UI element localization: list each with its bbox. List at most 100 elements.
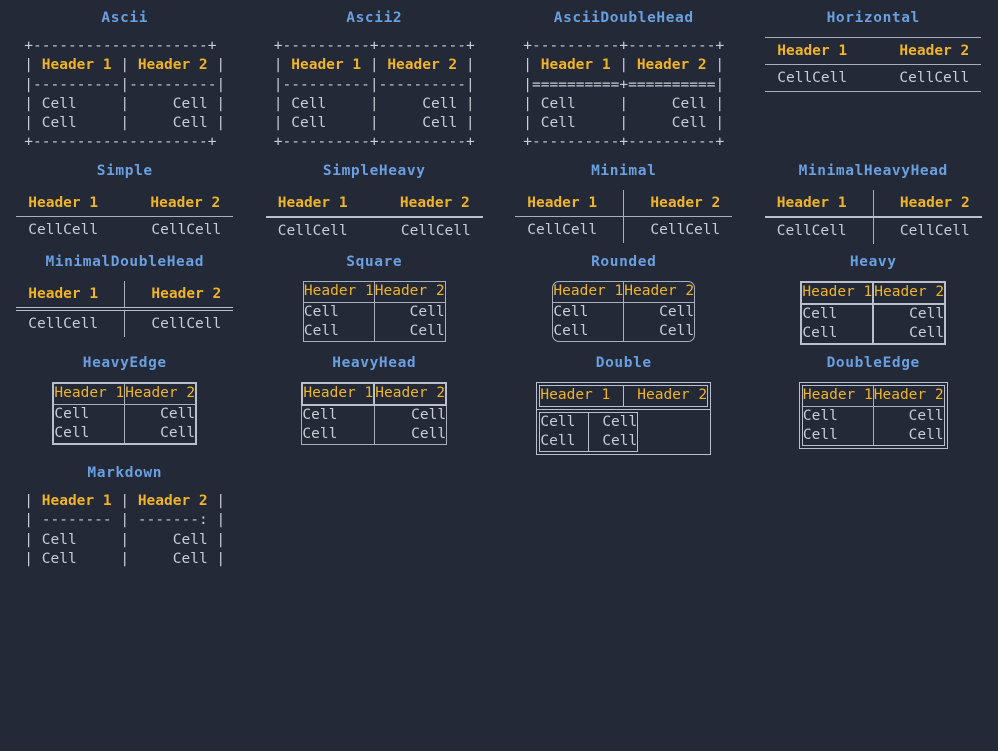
border-glyph (352, 96, 361, 112)
border-glyph (584, 115, 593, 131)
border-glyph: = (636, 76, 646, 93)
border-glyph: - (439, 134, 449, 151)
table-text-row: +----------+----------+ (274, 37, 475, 56)
border-glyph (628, 115, 637, 131)
border-glyph (85, 96, 94, 112)
border-glyph: - (172, 38, 182, 54)
border-glyph: - (532, 134, 541, 151)
border-glyph: - (628, 38, 637, 54)
border-glyph: - (85, 512, 95, 529)
border-glyph: - (59, 512, 68, 529)
border-glyph: | (465, 57, 475, 74)
table-title: Markdown (87, 465, 163, 482)
body-cell: Cell (41, 551, 77, 568)
border-glyph (637, 96, 646, 112)
border-glyph: - (102, 512, 112, 529)
body-cell-1: CellCell (776, 223, 847, 240)
border-glyph (457, 115, 466, 131)
border-glyph: - (111, 76, 121, 93)
border-glyph: - (129, 38, 138, 54)
border-glyph: - (645, 134, 655, 151)
body-cell-1: CellCell (777, 70, 848, 86)
border-glyph: + (715, 134, 725, 151)
border-glyph: - (396, 38, 405, 54)
border-glyph: - (593, 134, 602, 151)
border-glyph: = (549, 76, 559, 93)
border-glyph: - (601, 38, 611, 54)
border-glyph: - (137, 512, 147, 529)
border-glyph: - (282, 38, 292, 54)
border-glyph: - (689, 134, 698, 151)
border-glyph: + (715, 38, 725, 54)
border-glyph: - (448, 76, 458, 93)
border-glyph: = (558, 76, 567, 93)
border-glyph: - (343, 76, 353, 93)
border-glyph: | (715, 95, 725, 112)
border-glyph (33, 532, 42, 548)
header-cell-1: Header 1 (52, 382, 126, 405)
border-glyph: - (448, 134, 458, 151)
border-glyph: - (334, 76, 344, 93)
body-cell: Cell (172, 551, 208, 568)
border-glyph: - (317, 134, 327, 151)
border-glyph: | (273, 76, 283, 93)
border-glyph: - (94, 134, 103, 151)
border-glyph: - (663, 134, 672, 151)
border-glyph: + (207, 38, 217, 54)
header-cell: Header 2 (636, 57, 707, 74)
border-glyph: + (24, 38, 34, 54)
header-cell-1: Header 1 (776, 194, 847, 211)
border-glyph: - (575, 134, 585, 151)
border-glyph: - (59, 38, 68, 54)
border-glyph (326, 115, 335, 131)
border-glyph: = (671, 76, 681, 93)
border-glyph (326, 96, 335, 112)
border-glyph: - (190, 512, 199, 529)
border-glyph: - (67, 38, 77, 54)
border-glyph (654, 96, 663, 112)
border-glyph: : (198, 512, 208, 529)
border-glyph: - (387, 76, 397, 93)
border-glyph: - (457, 38, 466, 54)
border-glyph: - (308, 38, 318, 54)
border-glyph (164, 532, 173, 548)
body-cell: Cell (172, 531, 208, 548)
header-cell-1: Header 1 (302, 281, 375, 303)
border-glyph: | (465, 115, 475, 132)
border-glyph (164, 96, 173, 112)
border-glyph: - (181, 38, 191, 54)
border-glyph: - (628, 134, 637, 151)
border-glyph: - (457, 134, 466, 151)
border-glyph: - (317, 76, 327, 93)
border-glyph (33, 96, 42, 112)
border-glyph: - (181, 76, 191, 93)
border-glyph (283, 96, 292, 112)
border-glyph (155, 551, 164, 567)
border-glyph: - (41, 76, 51, 93)
border-glyph (147, 115, 156, 131)
border-glyph: | (24, 115, 34, 132)
border-glyph: = (575, 76, 585, 93)
border-glyph: - (67, 134, 77, 151)
border-glyph: - (558, 134, 567, 151)
border-glyph (85, 551, 94, 567)
border-glyph: - (378, 76, 388, 93)
border-glyph: - (181, 134, 191, 151)
border-glyph: - (566, 38, 576, 54)
